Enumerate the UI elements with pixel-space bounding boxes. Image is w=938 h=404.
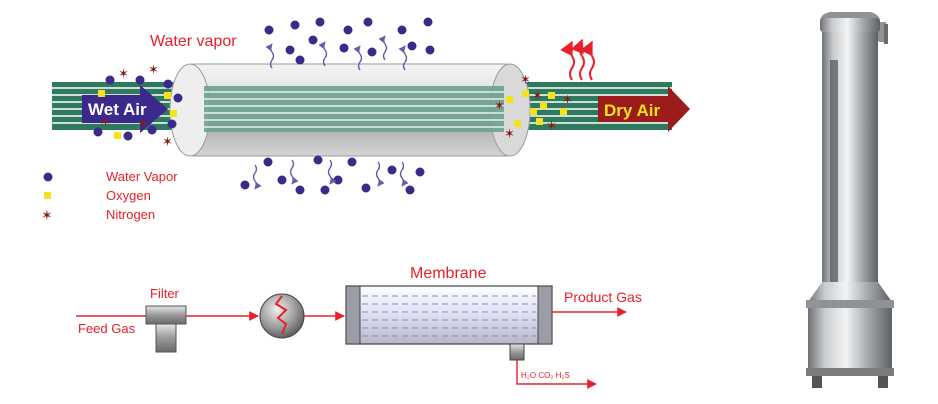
legend-nitrogen-label: Nitrogen	[106, 207, 155, 222]
svg-text:✶: ✶	[162, 135, 173, 150]
legend-nitrogen-icon: ✶	[41, 208, 53, 224]
dry-air-arrow: Dry Air	[598, 86, 690, 132]
heat-arrows	[560, 38, 595, 81]
feed-gas-label: Feed Gas	[78, 321, 136, 336]
svg-text:✶: ✶	[138, 117, 149, 132]
outlet-molecules: ✶✶ ✶✶ ✶✶	[494, 73, 573, 142]
membrane-module	[345, 285, 553, 361]
legend-oxygen-label: Oxygen	[106, 188, 151, 203]
vapor-flow-up	[265, 35, 408, 71]
dryer-cylinder-photo	[806, 12, 894, 388]
flow-diagram: Feed Gas Filter	[76, 265, 642, 389]
vapor-molecules-bottom	[240, 155, 425, 195]
heater-unit	[259, 293, 305, 339]
legend-water-vapor-icon	[43, 172, 53, 182]
filter-unit	[145, 305, 187, 353]
filter-label: Filter	[150, 286, 180, 301]
svg-text:✶: ✶	[562, 93, 573, 108]
legend: Water Vapor Oxygen ✶ Nitrogen	[41, 169, 178, 224]
svg-text:✶: ✶	[520, 73, 531, 88]
vapor-flow-down	[252, 159, 409, 190]
water-vapor-title: Water vapor	[150, 33, 237, 50]
svg-text:✶: ✶	[100, 115, 111, 130]
inlet-molecules: ✶ ✶ ✶ ✶ ✶	[93, 63, 183, 150]
svg-text:✶: ✶	[494, 99, 505, 114]
membrane-housing-tube	[169, 63, 531, 157]
svg-text:✶: ✶	[532, 89, 543, 104]
svg-text:✶: ✶	[118, 67, 129, 82]
legend-water-vapor-label: Water Vapor	[106, 169, 178, 184]
legend-oxygen-icon	[44, 192, 51, 199]
svg-text:✶: ✶	[504, 127, 515, 142]
vapor-molecules-top	[264, 17, 435, 65]
svg-text:✶: ✶	[546, 119, 557, 134]
permeate-label: H₂O CO₂ H₂S	[521, 371, 570, 380]
dry-air-label: Dry Air	[604, 101, 660, 120]
wet-air-label: Wet Air	[88, 100, 147, 119]
product-gas-label: Product Gas	[564, 289, 642, 305]
membrane-label: Membrane	[410, 265, 487, 282]
svg-text:✶: ✶	[148, 63, 159, 78]
